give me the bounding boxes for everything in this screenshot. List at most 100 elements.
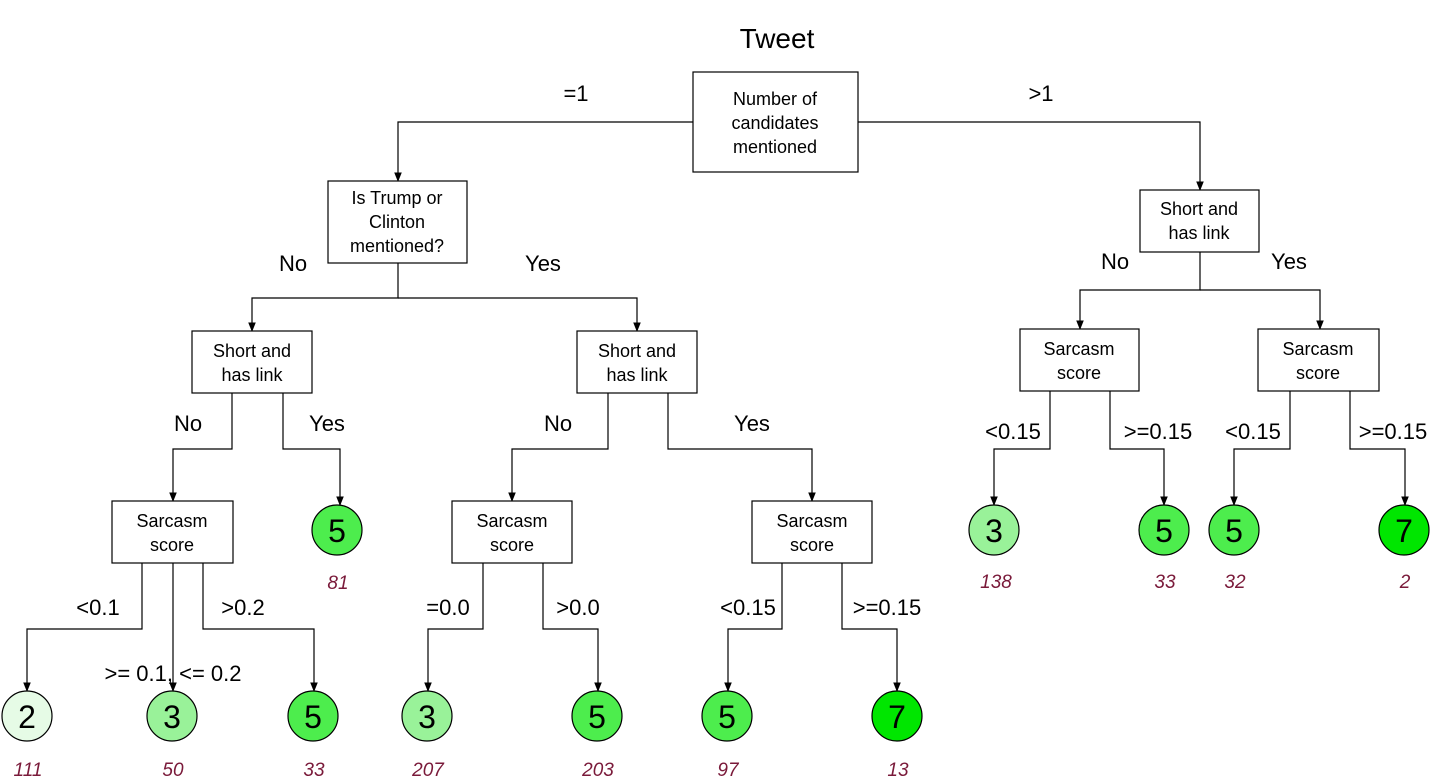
leaf-count: 111 bbox=[14, 760, 43, 781]
leaf-count: 81 bbox=[327, 573, 348, 594]
node-text-line: Number of bbox=[733, 89, 818, 109]
decision-node-short-link-left-no: Short and has link bbox=[191, 330, 313, 394]
leaf-node: 5 32 bbox=[1208, 504, 1260, 593]
edge-sb-eq bbox=[424, 563, 484, 692]
leaf-circle bbox=[1138, 504, 1190, 556]
edge-sry-lt bbox=[1230, 391, 1291, 506]
node-text-line: score bbox=[1296, 363, 1340, 383]
decision-node-sarcasm-a: Sarcasm score bbox=[111, 500, 234, 564]
edge-label: >1 bbox=[1028, 81, 1053, 106]
leaf-node: 5 33 bbox=[1138, 504, 1190, 593]
node-text-line: mentioned bbox=[733, 137, 817, 157]
leaf-node: 3 138 bbox=[968, 504, 1020, 593]
leaf-value: 3 bbox=[163, 699, 181, 735]
tree-edges bbox=[23, 121, 1409, 692]
edge-label: No bbox=[544, 411, 572, 436]
edge-label: No bbox=[174, 411, 202, 436]
node-text-line: Sarcasm bbox=[776, 511, 847, 531]
leaf-count: 2 bbox=[1399, 572, 1411, 593]
leaf-value: 7 bbox=[1395, 513, 1413, 549]
edge-label: Yes bbox=[734, 411, 770, 436]
leaf-value: 7 bbox=[888, 699, 906, 735]
node-text-line: score bbox=[150, 535, 194, 555]
leaf-node: 5 97 bbox=[701, 690, 753, 781]
edge-label: Yes bbox=[309, 411, 345, 436]
leaf-value: 5 bbox=[328, 513, 346, 549]
edge-label: =1 bbox=[563, 81, 588, 106]
node-text-line: has link bbox=[221, 365, 283, 385]
node-text-line: Sarcasm bbox=[476, 511, 547, 531]
edge-label: <0.15 bbox=[985, 419, 1041, 444]
edge-tc-no bbox=[248, 263, 399, 332]
leaf-count: 138 bbox=[980, 572, 1012, 593]
leaf-node: 5 203 bbox=[571, 690, 623, 781]
edge-sl1-no bbox=[169, 393, 233, 502]
node-text-line: candidates bbox=[731, 113, 818, 133]
leaf-circle bbox=[1208, 504, 1260, 556]
node-text-line: score bbox=[1057, 363, 1101, 383]
decision-node-sarcasm-b: Sarcasm score bbox=[451, 500, 573, 564]
leaf-count: 32 bbox=[1224, 572, 1246, 593]
decision-node-sarcasm-c: Sarcasm score bbox=[751, 500, 873, 564]
edge-root-left bbox=[394, 121, 693, 182]
leaf-count: 207 bbox=[411, 760, 445, 781]
edge-label: =0.0 bbox=[426, 595, 469, 620]
node-text-line: mentioned? bbox=[350, 236, 444, 256]
node-text-line: Sarcasm bbox=[1282, 339, 1353, 359]
edge-label: >=0.15 bbox=[1124, 419, 1193, 444]
leaf-count: 50 bbox=[162, 760, 184, 781]
leaf-nodes: 5 81 2 111 3 50 5 33 3 207 5 203 bbox=[1, 504, 1430, 781]
leaf-node: 5 33 bbox=[287, 690, 339, 781]
leaf-circle bbox=[1, 690, 53, 742]
decision-node-sarcasm-right-yes: Sarcasm score bbox=[1257, 328, 1380, 392]
diagram-title: Tweet bbox=[740, 23, 815, 54]
leaf-circle bbox=[287, 690, 339, 742]
node-text-line: Clinton bbox=[369, 212, 425, 232]
leaf-value: 5 bbox=[304, 699, 322, 735]
edge-label: <0.1 bbox=[76, 595, 119, 620]
leaf-node: 7 2 bbox=[1378, 504, 1430, 593]
decision-node-trump-clinton: Is Trump or Clinton mentioned? bbox=[327, 180, 468, 264]
edge-sa-gt bbox=[202, 563, 318, 692]
node-text-line: Short and bbox=[598, 341, 676, 361]
leaf-count: 97 bbox=[717, 760, 740, 781]
leaf-circle bbox=[871, 690, 923, 742]
edge-srn-lt bbox=[990, 391, 1051, 506]
leaf-node: 7 13 bbox=[871, 690, 923, 781]
node-text-line: Short and bbox=[1160, 199, 1238, 219]
decision-node-short-link-left-yes: Short and has link bbox=[576, 330, 698, 394]
leaf-value: 3 bbox=[418, 699, 436, 735]
edge-labels: =1 >1 No Yes No Yes No Yes No Yes <0.1 >… bbox=[76, 81, 1427, 686]
edge-label: >=0.15 bbox=[853, 595, 922, 620]
edge-tc-yes bbox=[398, 297, 641, 332]
edge-label: <0.15 bbox=[720, 595, 776, 620]
edge-sc-lt bbox=[724, 563, 783, 692]
node-text-line: Sarcasm bbox=[1043, 339, 1114, 359]
leaf-value: 5 bbox=[1225, 513, 1243, 549]
edge-label: No bbox=[279, 251, 307, 276]
leaf-circle bbox=[401, 690, 453, 742]
decision-node-root: Number of candidates mentioned bbox=[692, 71, 859, 173]
node-text-line: Short and bbox=[213, 341, 291, 361]
leaf-count: 33 bbox=[303, 760, 325, 781]
edge-label: No bbox=[1101, 249, 1129, 274]
edge-sa-lt bbox=[23, 563, 143, 692]
decision-node-short-link-right: Short and has link bbox=[1139, 189, 1260, 253]
leaf-value: 5 bbox=[718, 699, 736, 735]
edge-label: >0.0 bbox=[556, 595, 599, 620]
leaf-circle bbox=[311, 504, 363, 556]
leaf-value: 5 bbox=[588, 699, 606, 735]
leaf-count: 13 bbox=[887, 760, 909, 781]
decision-node-sarcasm-right-no: Sarcasm score bbox=[1019, 328, 1140, 392]
leaf-count: 203 bbox=[581, 760, 614, 781]
leaf-node: 3 207 bbox=[401, 690, 453, 781]
leaf-circle bbox=[701, 690, 753, 742]
edge-r-yes bbox=[1200, 289, 1324, 330]
edge-root-right bbox=[858, 121, 1204, 191]
node-text-line: Sarcasm bbox=[136, 511, 207, 531]
leaf-node: 2 111 bbox=[1, 690, 53, 781]
edge-label: Yes bbox=[1271, 249, 1307, 274]
edge-r-no bbox=[1076, 252, 1201, 330]
edge-label: >=0.15 bbox=[1359, 419, 1428, 444]
